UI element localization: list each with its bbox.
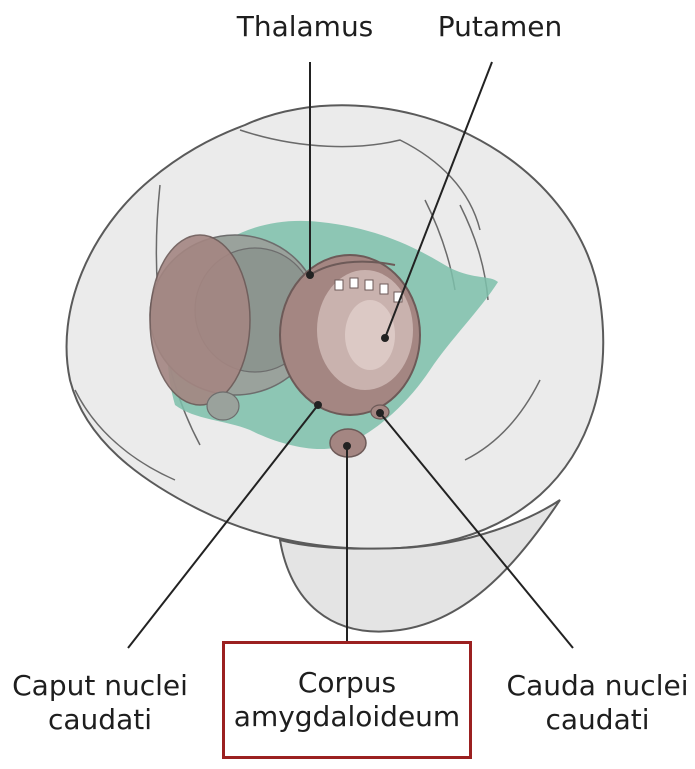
dot-putamen [381,334,389,342]
leader-cauda [379,412,574,649]
label-caput-nuclei-caudati: Caput nuclei caudati [0,669,200,737]
dot-caput [314,401,322,409]
label-cauda-nuclei-caudati: Cauda nuclei caudati [500,669,695,737]
dot-thalamus [306,271,314,279]
label-thalamus: Thalamus [220,10,390,44]
leader-lines [127,61,574,649]
label-putamen-text: Putamen [437,10,563,43]
dot-corpus [343,442,351,450]
small-nucleus-shape [206,391,240,421]
caudate-head-shape [149,234,251,406]
label-cauda-line1: Cauda nuclei [506,669,689,702]
sulcus-line [74,389,176,481]
label-corpus-amygdaloideum: Corpus amygdaloideum [234,666,460,734]
label-cauda-line2: caudati [545,703,650,736]
highlight-box-corpus-amygdaloideum: Corpus amygdaloideum [222,641,472,759]
label-thalamus-text: Thalamus [236,10,374,43]
label-caput-line1: Caput nuclei [12,669,188,702]
label-corpus-line2: amygdaloideum [233,700,461,733]
temporal-lobe-outline [278,499,561,633]
label-corpus-line1: Corpus [297,666,397,699]
sulcus-line [464,379,541,461]
leader-putamen [384,61,493,339]
dot-cauda [376,409,384,417]
label-putamen: Putamen [420,10,580,44]
putamen-shape [279,254,421,416]
leader-caput [127,404,319,649]
sulcus-line [239,129,481,231]
label-caput-line2: caudati [48,703,152,736]
